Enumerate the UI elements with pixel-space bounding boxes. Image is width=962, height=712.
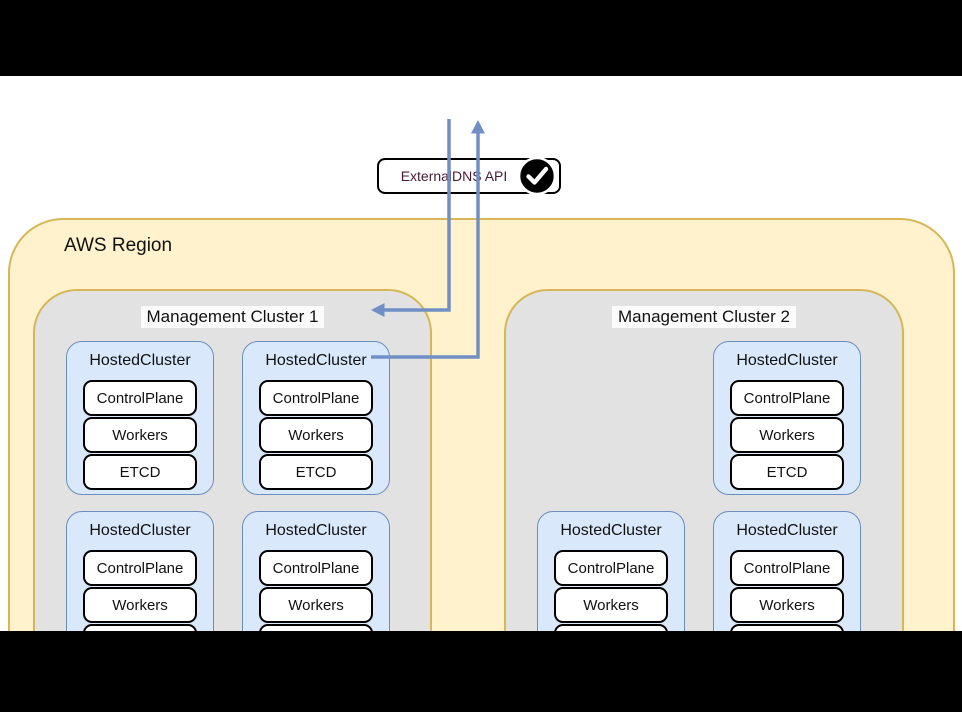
hosted-cluster-title: HostedCluster bbox=[265, 522, 367, 539]
letterbox-top-bar bbox=[0, 0, 962, 76]
workers-box: Workers bbox=[83, 587, 197, 623]
hosted-cluster-box: HostedCluster ControlPlane Workers ETCD bbox=[242, 341, 390, 495]
check-circle-icon bbox=[517, 156, 557, 196]
workers-box: Workers bbox=[730, 417, 844, 453]
hosted-cluster-stack: ControlPlane Workers ETCD bbox=[83, 380, 197, 490]
controlplane-box: ControlPlane bbox=[730, 380, 844, 416]
hosted-cluster-title: HostedCluster bbox=[560, 522, 662, 539]
aws-region-label: AWS Region bbox=[64, 235, 173, 256]
hosted-cluster-title: HostedCluster bbox=[736, 522, 838, 539]
management-cluster-1-label: Management Cluster 1 bbox=[35, 306, 430, 328]
controlplane-box: ControlPlane bbox=[83, 550, 197, 586]
controlplane-box: ControlPlane bbox=[259, 380, 373, 416]
hosted-cluster-title: HostedCluster bbox=[265, 352, 367, 369]
workers-box: Workers bbox=[730, 587, 844, 623]
management-cluster-1: Management Cluster 1 HostedCluster Contr… bbox=[33, 289, 432, 689]
aws-region-container: AWS Region Management Cluster 1 HostedCl… bbox=[8, 218, 955, 706]
hosted-cluster-title: HostedCluster bbox=[736, 352, 838, 369]
controlplane-box: ControlPlane bbox=[259, 550, 373, 586]
hosted-cluster-stack: ControlPlane Workers ETCD bbox=[730, 380, 844, 490]
etcd-box: ETCD bbox=[259, 454, 373, 490]
diagram-canvas: ExternalDNS API AWS Region Management Cl… bbox=[0, 76, 962, 706]
workers-box: Workers bbox=[83, 417, 197, 453]
etcd-box: ETCD bbox=[83, 454, 197, 490]
controlplane-box: ControlPlane bbox=[730, 550, 844, 586]
controlplane-box: ControlPlane bbox=[83, 380, 197, 416]
management-cluster-2-label: Management Cluster 2 bbox=[506, 306, 902, 328]
management-cluster-2: Management Cluster 2 HostedCluster Contr… bbox=[504, 289, 904, 689]
workers-box: Workers bbox=[259, 587, 373, 623]
letterbox-bottom-bar bbox=[0, 631, 962, 712]
hosted-cluster-box: HostedCluster ControlPlane Workers ETCD bbox=[713, 341, 861, 495]
workers-box: Workers bbox=[554, 587, 668, 623]
hosted-cluster-title: HostedCluster bbox=[89, 352, 191, 369]
etcd-box: ETCD bbox=[730, 454, 844, 490]
hosted-cluster-stack: ControlPlane Workers ETCD bbox=[259, 380, 373, 490]
controlplane-box: ControlPlane bbox=[554, 550, 668, 586]
hosted-cluster-title: HostedCluster bbox=[89, 522, 191, 539]
hosted-cluster-box: HostedCluster ControlPlane Workers ETCD bbox=[66, 341, 214, 495]
workers-box: Workers bbox=[259, 417, 373, 453]
